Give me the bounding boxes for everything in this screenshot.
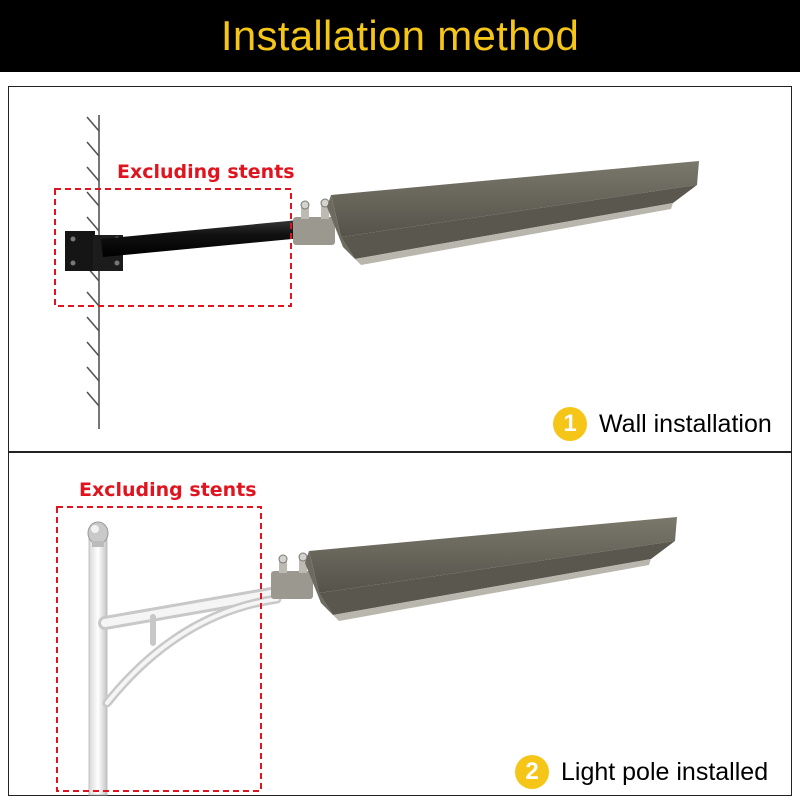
light-pole-installation-panel: Excluding stents 2 Light pole installed (8, 452, 792, 796)
wall-hatch (86, 115, 100, 429)
excluding-stents-box (54, 188, 292, 307)
street-lamp-head (327, 161, 699, 265)
wall-mount-illustration (54, 115, 699, 429)
installation-caption: 2 Light pole installed (515, 755, 768, 789)
page-title: Installation method (220, 12, 580, 59)
number-one-circle-icon: 1 (553, 407, 587, 441)
light-pole (87, 521, 109, 796)
street-lamp-head (305, 517, 677, 621)
wall-installation-panel: Excluding stents 1 Wall installation (8, 86, 792, 452)
title-bar: Installation method (0, 0, 800, 72)
pole-arm (98, 586, 284, 708)
excluding-stents-box (56, 506, 262, 792)
lamp-clamp (271, 552, 313, 599)
caption-text: Wall installation (599, 409, 772, 438)
excluding-stents-label: Excluding stents (117, 161, 295, 183)
number-two-circle-icon: 2 (515, 755, 549, 789)
caption-text: Light pole installed (561, 757, 769, 786)
excluding-stents-label: Excluding stents (79, 479, 257, 501)
lamp-clamp (293, 198, 335, 245)
installation-caption: 1 Wall installation (553, 407, 772, 441)
pole-mount-illustration (56, 506, 677, 796)
bracket-arm (101, 219, 313, 257)
